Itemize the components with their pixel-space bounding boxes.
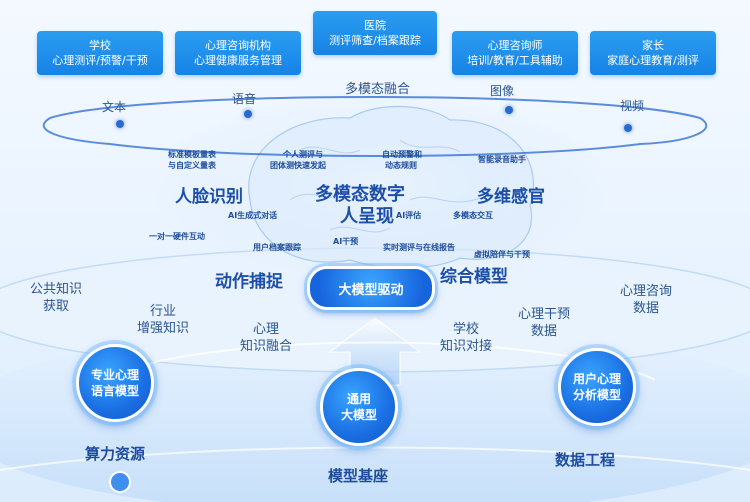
modality-video: 视频 — [620, 99, 645, 113]
top-box-title: 心理咨询师 — [487, 39, 543, 52]
feature-auto-alert-1: 自动预警和 — [382, 150, 422, 159]
knowledge-psych-fusion: 心理 知识融合 — [240, 322, 293, 354]
top-box-desc: 家庭心理教育/测评 — [607, 54, 699, 67]
feature-auto-alert-2: 动态规则 — [385, 161, 417, 170]
feature-scale-templates-1: 标准模板量表 — [168, 150, 216, 159]
top-box-school: 学校 心理测评/预警/干预 — [37, 31, 163, 75]
feature-ai-intervention: AI干预 — [333, 237, 359, 246]
knowledge-intervention-data: 心理干预 数据 — [518, 307, 571, 339]
feature-multimodal-interaction: 多模态交互 — [453, 211, 493, 220]
knowledge-counseling-data: 心理咨询 数据 — [620, 284, 673, 316]
feature-group-test-1: 个人测评与 — [283, 150, 323, 159]
feature-digital-human-1: 多模态数字 — [315, 184, 405, 205]
feature-digital-human-2: 人呈现 — [340, 206, 394, 227]
feature-realtime-report: 实时测评与在线报告 — [383, 243, 455, 252]
modality-fusion-label: 多模态融合 — [345, 82, 411, 97]
model-user-analysis: 用户心理 分析模型 — [558, 348, 636, 426]
top-box-counseling-org: 心理咨询机构 心理健康服务管理 — [175, 31, 301, 75]
top-box-parent: 家长 家庭心理教育/测评 — [590, 31, 716, 75]
top-box-desc: 心理健康服务管理 — [194, 54, 282, 67]
modality-dot — [116, 120, 124, 128]
foundation-base: 模型基座 — [328, 467, 389, 485]
modality-text: 文本 — [102, 100, 127, 114]
feature-recording-assistant: 智能录音助手 — [478, 155, 526, 164]
feature-virtual-companion: 虚拟陪伴与干预 — [474, 250, 530, 259]
feature-user-archive: 用户档案跟踪 — [253, 243, 301, 252]
feature-hardware: 一对一硬件互动 — [149, 232, 205, 241]
feature-motion-capture: 动作捕捉 — [215, 272, 283, 292]
model-driver-label: 大模型驱动 — [338, 282, 404, 298]
model-driver-badge: 大模型驱动 — [307, 266, 435, 310]
top-box-desc: 测评筛查/档案跟踪 — [329, 34, 421, 47]
knowledge-industry: 行业 增强知识 — [137, 304, 190, 336]
feature-scale-templates-2: 与自定义量表 — [168, 161, 216, 170]
top-box-desc: 培训/教育/工具辅助 — [467, 54, 563, 67]
top-box-title: 学校 — [89, 39, 111, 52]
brain-outline — [248, 105, 535, 269]
feature-group-test-2: 团体测快速发起 — [270, 161, 326, 170]
foundation-compute: 算力资源 — [85, 445, 146, 463]
model-general-large: 通用 大模型 — [320, 368, 398, 446]
top-box-title: 医院 — [364, 19, 386, 32]
model-professional-language: 专业心理 语言模型 — [76, 344, 154, 422]
top-box-desc: 心理测评/预警/干预 — [52, 54, 148, 67]
feature-integrated-model: 综合模型 — [440, 267, 508, 287]
modality-dot — [244, 110, 252, 118]
modality-voice: 语音 — [232, 92, 257, 106]
compute-orb — [109, 471, 131, 493]
modality-dot — [505, 106, 513, 114]
knowledge-school-link: 学校 知识对接 — [440, 322, 493, 354]
feature-face-recognition: 人脸识别 — [175, 187, 243, 207]
modality-ring — [42, 96, 708, 157]
modality-image: 图像 — [490, 84, 515, 98]
top-box-counselor: 心理咨询师 培训/教育/工具辅助 — [452, 31, 578, 75]
foundation-data-engineering: 数据工程 — [555, 451, 616, 469]
modality-dot — [624, 124, 632, 132]
knowledge-public: 公共知识 获取 — [30, 282, 83, 314]
feature-ai-eval: AI评估 — [396, 211, 422, 220]
top-box-title: 心理咨询机构 — [205, 39, 271, 52]
top-box-title: 家长 — [642, 39, 664, 52]
feature-multi-sense: 多维感官 — [477, 187, 545, 207]
top-box-hospital: 医院 测评筛查/档案跟踪 — [313, 11, 437, 55]
feature-ai-dialog: AI生成式对话 — [228, 211, 278, 220]
